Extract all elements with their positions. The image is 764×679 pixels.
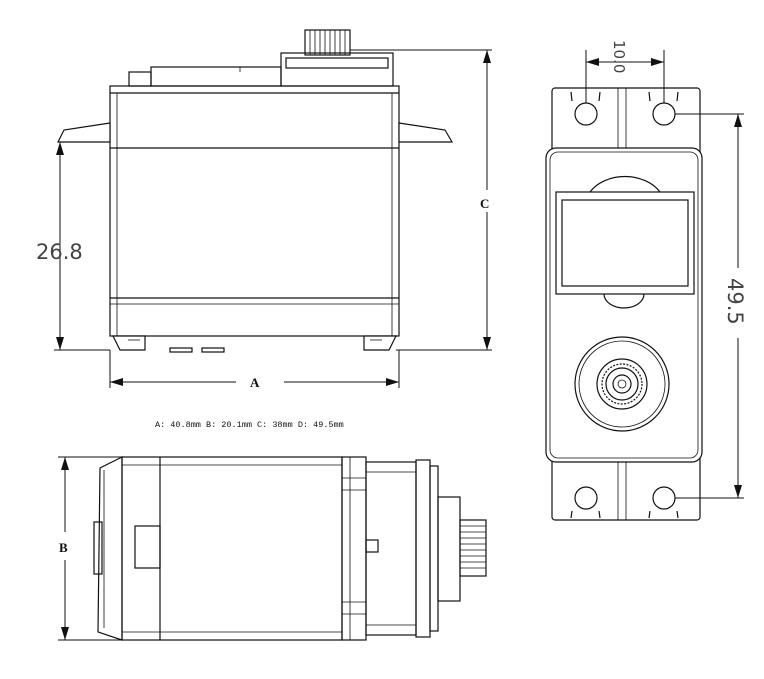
shaft-ring-outer-inner: [578, 340, 666, 428]
top-flange: [415, 459, 431, 638]
shaft-screw-head: [612, 374, 632, 394]
side-view: [545, 87, 703, 521]
dim-c-arrow-top: [483, 50, 491, 63]
dim-b-arrow-top: [61, 457, 69, 470]
top-front-cover-nub: [365, 539, 379, 553]
top-flange-edge: [429, 465, 439, 632]
top-ribs: [342, 457, 366, 640]
dim-height-arrow-top: [56, 142, 64, 155]
front-flange-left: [57, 122, 111, 143]
label-height-26-8: 26.8: [36, 240, 83, 264]
side-output-shaft: [574, 336, 670, 432]
dim-a-arrow-left: [110, 378, 123, 386]
front-spline-teeth: [309, 30, 346, 55]
label-hole-spacing-10-0: 10.0: [610, 40, 628, 73]
top-front-cover: [365, 461, 417, 636]
shaft-spline-teeth: [601, 363, 643, 405]
top-body-label-tab: [134, 525, 161, 569]
dim-length-arrow-top: [734, 114, 742, 127]
label-length-49-5: 49.5: [723, 278, 747, 325]
top-spline: [459, 519, 487, 577]
mount-hole-bottom-left: [574, 486, 598, 510]
dim-spacing-arrow-left: [586, 58, 599, 66]
side-dimensions: [585, 50, 744, 499]
front-foot-left: [112, 335, 146, 351]
dim-length-arrow-bottom: [734, 485, 742, 498]
front-view: [57, 29, 454, 353]
side-label-window-inner: [561, 199, 689, 287]
side-case-inner: [549, 151, 699, 459]
front-cover-left-step: [128, 71, 152, 87]
shaft-ring-mid: [596, 358, 648, 410]
front-spline: [304, 29, 351, 56]
mount-slot-top-left: [570, 91, 601, 102]
mount-slot-top-right: [648, 91, 679, 102]
front-bottom-tab-left: [169, 347, 193, 353]
top-gear-housing: [437, 496, 461, 602]
top-dimensions: [58, 456, 122, 641]
front-gear-housing-rim: [285, 57, 389, 69]
mount-slot-bottom-right: [648, 510, 679, 519]
dim-height-arrow-bottom: [56, 337, 64, 350]
mount-hole-top-right: [652, 102, 676, 126]
top-body: [121, 456, 343, 641]
side-case: [545, 147, 703, 463]
front-dimensions: [54, 49, 492, 388]
shaft-ring-inner: [605, 367, 639, 401]
dimension-legend: A: 40.8mm B: 20.1mm C: 38mm D: 49.5mm: [155, 420, 344, 430]
label-b: B: [59, 540, 68, 555]
mount-slot-bottom-left: [570, 510, 601, 519]
dim-b-arrow-bottom: [61, 627, 69, 640]
side-window-notch: [603, 293, 645, 309]
side-label-window: [555, 191, 695, 295]
top-spline-teeth: [460, 525, 486, 569]
dim-a-arrow-right: [386, 378, 399, 386]
mount-hole-bottom-right: [652, 486, 676, 510]
front-case: [109, 85, 400, 337]
shaft-screw-hole: [617, 379, 627, 389]
front-flange-right: [398, 122, 454, 143]
dim-spacing-arrow-right: [651, 58, 664, 66]
dim-c-arrow-bottom: [483, 337, 491, 350]
top-ribbed-section: [341, 456, 367, 641]
side-top-arc: [589, 175, 661, 193]
label-a: A: [250, 375, 260, 390]
mount-hole-top-left: [574, 102, 598, 126]
top-rear-tab: [93, 521, 103, 575]
front-cover-top: [150, 66, 282, 87]
top-view: [93, 456, 487, 641]
front-foot-right: [363, 335, 397, 351]
front-bottom-tab-right: [201, 347, 225, 353]
shaft-ring-outer: [574, 336, 670, 432]
label-c: C: [480, 196, 489, 211]
